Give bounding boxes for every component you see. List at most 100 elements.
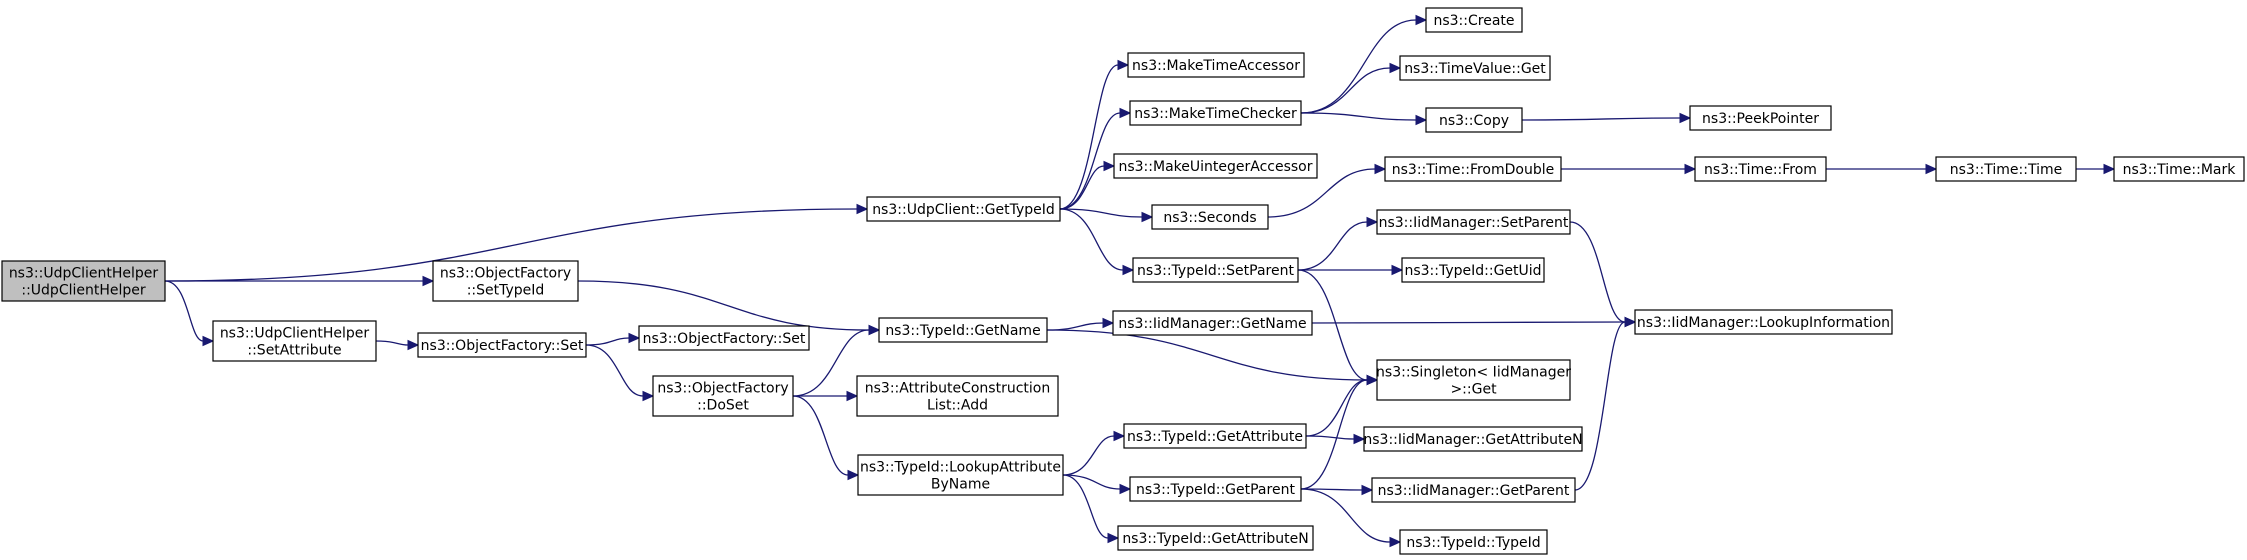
node-tidSetParent[interactable]: ns3::TypeId::SetParent xyxy=(1132,257,1299,283)
edge-root-to-setAttribute xyxy=(164,280,215,347)
call-graph-nodes: ns3::UdpClientHelper::UdpClientHelperns3… xyxy=(1,7,2245,555)
node-lookupInfo[interactable]: ns3::IidManager::LookupInformation xyxy=(1634,309,1893,335)
node-makeUintAccessor[interactable]: ns3::MakeUintegerAccessor xyxy=(1113,153,1318,179)
node-label: ns3::IidManager::SetParent xyxy=(1379,215,1569,231)
node-label: >::Get xyxy=(1450,382,1497,398)
node-box xyxy=(1113,153,1318,179)
edge-line xyxy=(577,280,870,331)
node-ofSet[interactable]: ns3::ObjectFactory::Set xyxy=(417,332,587,358)
node-makeTimeAccessor[interactable]: ns3::MakeTimeAccessor xyxy=(1127,52,1305,78)
node-box xyxy=(1129,100,1302,126)
edge-iidGetParent-to-lookupInfo xyxy=(1574,316,1637,491)
node-box xyxy=(857,454,1064,496)
edge-line xyxy=(1062,435,1115,476)
node-box xyxy=(638,325,810,351)
node-peekPointer[interactable]: ns3::PeekPointer xyxy=(1689,105,1832,131)
arrowhead-icon xyxy=(1113,430,1126,442)
node-ofDoSet[interactable]: ns3::ObjectFactory::DoSet xyxy=(652,375,794,417)
node-label: ns3::TypeId::SetParent xyxy=(1137,263,1294,279)
edge-line xyxy=(585,337,630,346)
node-makeTimeChecker[interactable]: ns3::MakeTimeChecker xyxy=(1129,100,1302,126)
node-box xyxy=(652,375,794,417)
edge-line xyxy=(1297,221,1368,271)
node-getTypeId[interactable]: ns3::UdpClient::GetTypeId xyxy=(866,196,1061,222)
edge-line xyxy=(1311,321,1626,324)
arrowhead-icon xyxy=(628,332,641,344)
node-label: ns3::TypeId::GetName xyxy=(885,323,1040,339)
node-box xyxy=(1127,52,1305,78)
arrowhead-icon xyxy=(1684,163,1697,175)
node-label: ns3::ObjectFactory xyxy=(440,266,571,282)
edge-line xyxy=(585,344,644,397)
node-label: ns3::MakeUintegerAccessor xyxy=(1118,159,1312,175)
node-timeValueGet[interactable]: ns3::TimeValue::Get xyxy=(1399,55,1551,81)
node-label: ns3::TypeId::LookupAttribute xyxy=(860,460,1061,476)
node-setAttribute[interactable]: ns3::UdpClientHelper::SetAttribute xyxy=(212,320,377,362)
call-graph-edges xyxy=(164,14,2116,548)
edge-copy-to-peekPointer xyxy=(1521,112,1692,124)
arrowhead-icon xyxy=(1107,532,1120,544)
edge-makeTimeChecker-to-timeValueGet xyxy=(1300,62,1402,114)
edge-line xyxy=(792,329,870,397)
node-label: ns3::ObjectFactory::Set xyxy=(643,331,806,347)
node-label: ns3::TimeValue::Get xyxy=(1404,61,1546,77)
node-timeMark[interactable]: ns3::Time::Mark xyxy=(2113,156,2245,182)
node-tidGetParent[interactable]: ns3::TypeId::GetParent xyxy=(1129,476,1302,502)
node-seconds[interactable]: ns3::Seconds xyxy=(1151,204,1269,230)
edge-line xyxy=(1046,329,1368,381)
edge-lookupAttr-to-tidGetAttrN xyxy=(1062,474,1120,544)
node-tidGetAttrN[interactable]: ns3::TypeId::GetAttributeN xyxy=(1117,525,1314,551)
edge-ofSet-to-ofDoSet xyxy=(585,344,655,402)
node-ofSetTypeId[interactable]: ns3::ObjectFactory::SetTypeId xyxy=(432,260,579,302)
node-timeFromDouble[interactable]: ns3::Time::FromDouble xyxy=(1384,156,1562,182)
node-box xyxy=(878,317,1048,343)
edge-line xyxy=(1059,208,1143,218)
arrowhead-icon xyxy=(847,469,860,481)
node-label: ns3::AttributeConstruction xyxy=(865,381,1050,397)
edge-line xyxy=(792,395,849,476)
node-tidTypeId[interactable]: ns3::TypeId::TypeId xyxy=(1399,529,1548,555)
arrowhead-icon xyxy=(1415,14,1428,26)
node-tidGetName[interactable]: ns3::TypeId::GetName xyxy=(878,317,1048,343)
node-iidGetAttrN[interactable]: ns3::IidManager::GetAttributeN xyxy=(1363,426,1583,452)
node-label: ns3::TypeId::GetAttribute xyxy=(1127,429,1303,445)
node-label: ns3::Singleton< IidManager xyxy=(1376,365,1571,381)
edge-line xyxy=(1059,112,1121,210)
arrowhead-icon xyxy=(1389,62,1402,74)
arrowhead-icon xyxy=(1366,374,1379,386)
node-label: ::DoSet xyxy=(697,398,749,414)
node-label: ns3::IidManager::GetParent xyxy=(1378,483,1570,499)
node-tidGetAttribute[interactable]: ns3::TypeId::GetAttribute xyxy=(1123,423,1307,449)
node-box xyxy=(417,332,587,358)
node-box xyxy=(212,320,377,362)
node-iidGetName[interactable]: ns3::IidManager::GetName xyxy=(1112,310,1313,336)
node-label: List::Add xyxy=(927,398,988,414)
arrowhead-icon xyxy=(1103,160,1116,172)
arrowhead-icon xyxy=(1353,433,1366,445)
node-label: ns3::MakeTimeChecker xyxy=(1134,106,1297,122)
node-label: ns3::TypeId::TypeId xyxy=(1406,535,1540,551)
edge-timeTime-to-timeMark xyxy=(2075,163,2116,175)
arrowhead-icon xyxy=(1374,163,1387,175)
node-tidGetUid[interactable]: ns3::TypeId::GetUid xyxy=(1401,257,1545,283)
node-box xyxy=(1694,156,1827,182)
node-copy[interactable]: ns3::Copy xyxy=(1425,107,1523,133)
edge-line xyxy=(1521,117,1681,121)
node-label: ::UdpClientHelper xyxy=(21,283,146,299)
node-timeTime[interactable]: ns3::Time::Time xyxy=(1935,156,2077,182)
node-iidGetParent[interactable]: ns3::IidManager::GetParent xyxy=(1371,477,1576,503)
node-ofSet2[interactable]: ns3::ObjectFactory::Set xyxy=(638,325,810,351)
node-timeFrom[interactable]: ns3::Time::From xyxy=(1694,156,1827,182)
node-iidSetParent[interactable]: ns3::IidManager::SetParent xyxy=(1376,209,1571,235)
edge-getTypeId-to-tidSetParent xyxy=(1059,208,1135,276)
arrowhead-icon xyxy=(1925,163,1938,175)
edge-getTypeId-to-makeTimeAccessor xyxy=(1059,59,1130,210)
node-label: ns3::ObjectFactory::Set xyxy=(421,338,584,354)
edge-timeFromDouble-to-timeFrom xyxy=(1561,163,1697,175)
edge-makeTimeChecker-to-create xyxy=(1300,14,1428,114)
arrowhead-icon xyxy=(1117,59,1130,71)
node-singletonGet[interactable]: ns3::Singleton< IidManager>::Get xyxy=(1376,359,1571,401)
node-create[interactable]: ns3::Create xyxy=(1425,7,1523,33)
